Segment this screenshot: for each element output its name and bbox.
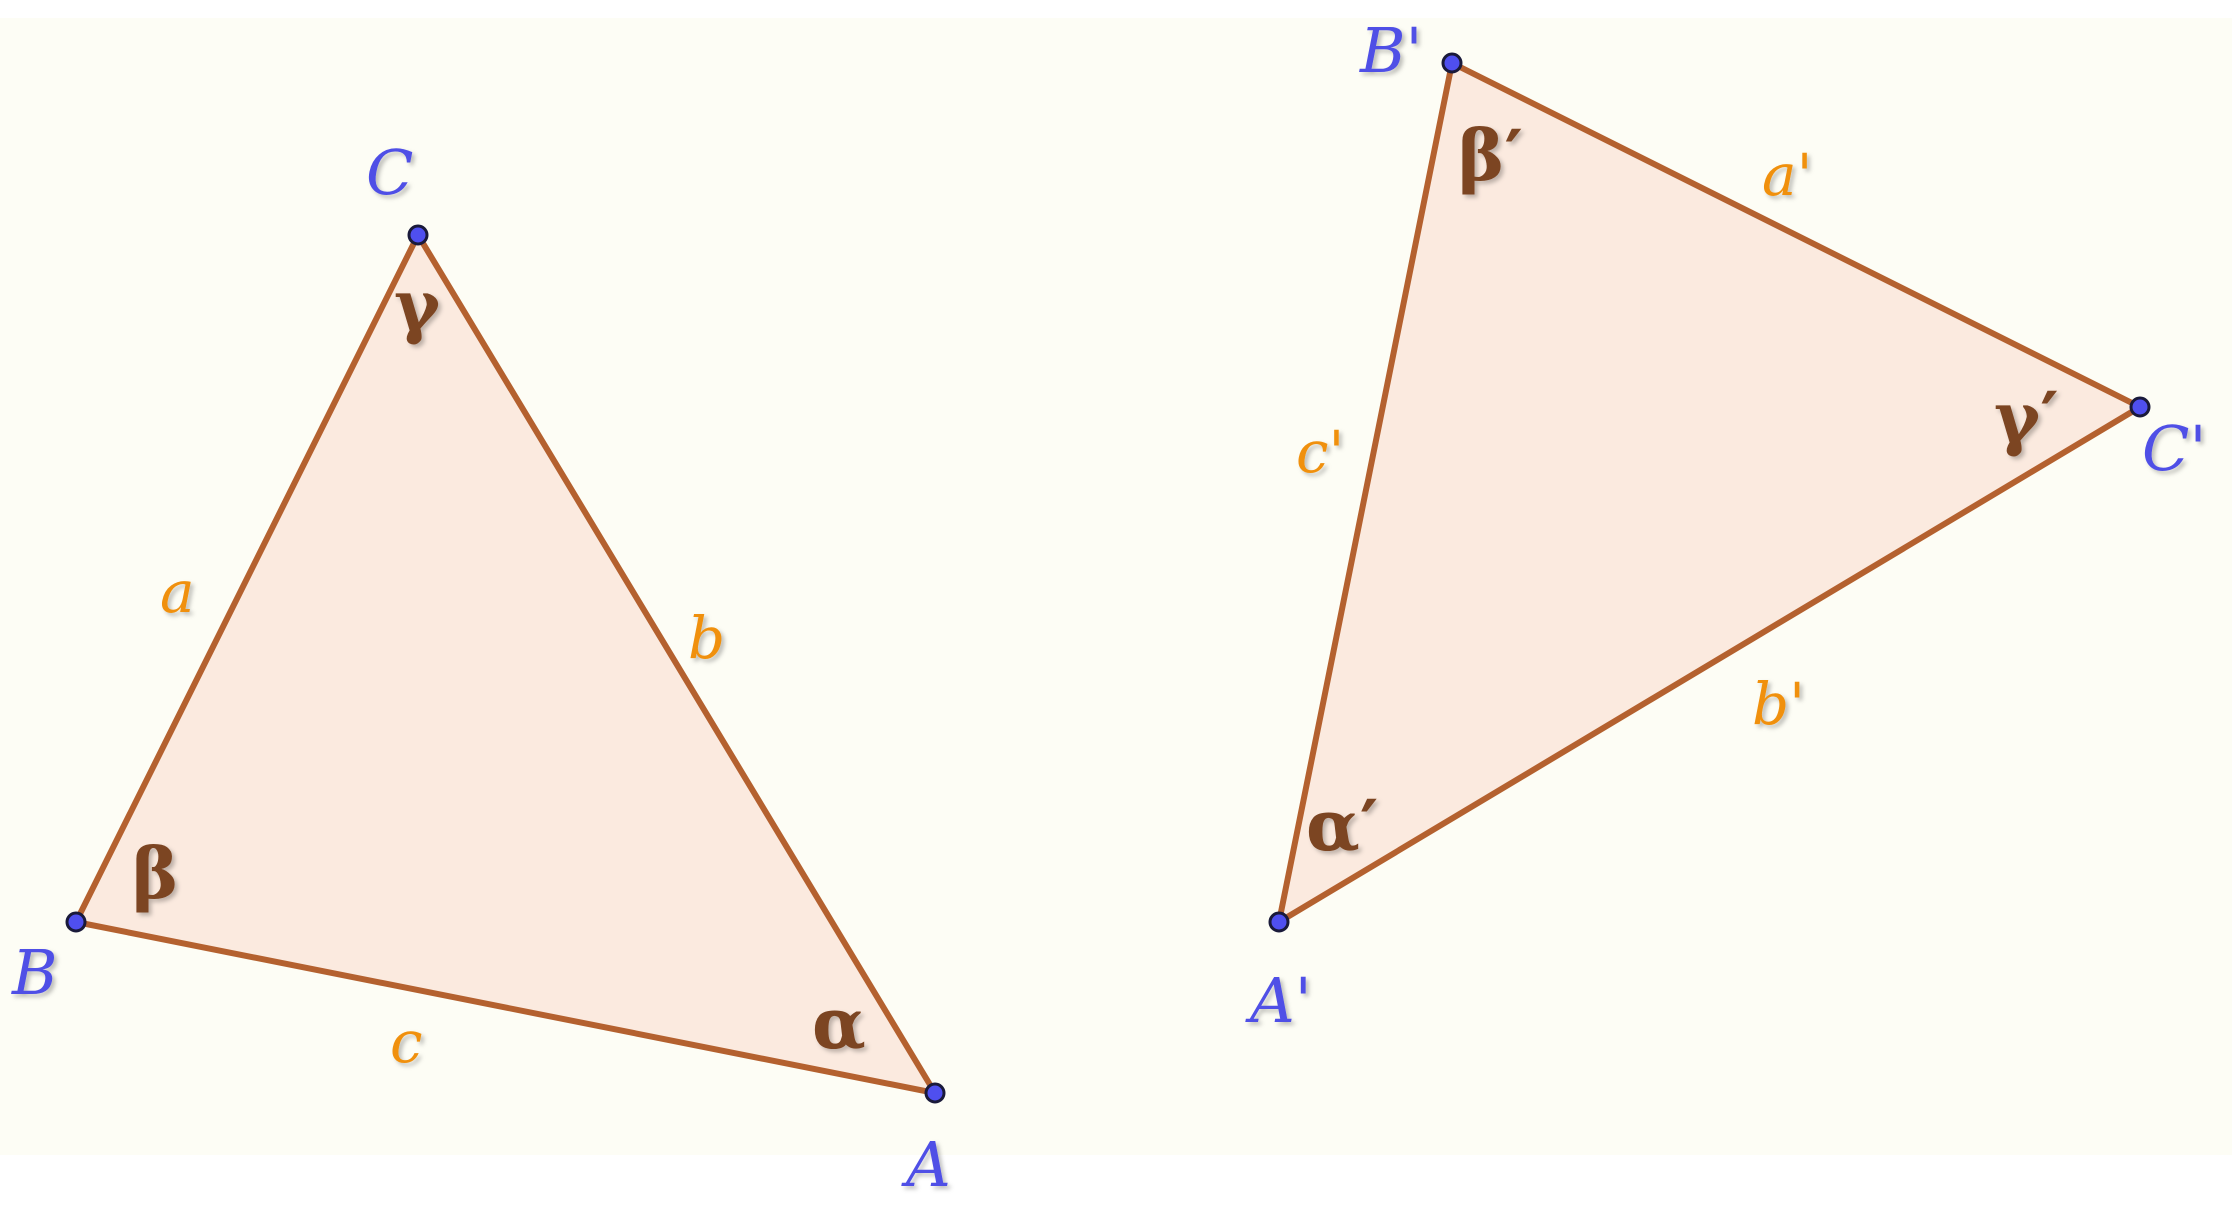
angle-beta-prime-label: β′ bbox=[1458, 114, 1523, 197]
point-a-prime[interactable] bbox=[1268, 911, 1290, 933]
side-b-prime-label: b' bbox=[1752, 670, 1805, 738]
triangle-abc-shape[interactable] bbox=[73, 232, 938, 1096]
side-a-prime-label: a' bbox=[1762, 141, 1813, 209]
point-c-prime[interactable] bbox=[2129, 396, 2151, 418]
point-c-prime-label: C' bbox=[2142, 412, 2206, 485]
angle-alpha-prime-label: α′ bbox=[1306, 784, 1378, 867]
side-c-prime-label: c' bbox=[1296, 418, 1344, 486]
point-b-prime[interactable] bbox=[1441, 52, 1463, 74]
triangle-abc-prime[interactable]: β′ γ′ α′ a' c' b' B' C' A' bbox=[1245, 14, 2206, 1037]
point-a[interactable] bbox=[924, 1082, 946, 1104]
point-a-label: A bbox=[901, 1128, 951, 1201]
point-b[interactable] bbox=[65, 911, 87, 933]
triangle-abc-prime-shape[interactable] bbox=[1276, 60, 2143, 925]
triangle-abc[interactable]: γ β α a b c C B A bbox=[11, 136, 951, 1201]
angle-gamma-label: γ bbox=[394, 264, 441, 347]
angle-gamma-prime-label: γ′ bbox=[1994, 376, 2059, 459]
side-b-label: b bbox=[688, 604, 725, 672]
point-a-prime-label: A' bbox=[1245, 964, 1312, 1037]
point-c-label: C bbox=[366, 136, 413, 209]
point-c[interactable] bbox=[407, 224, 429, 246]
point-b-label: B bbox=[11, 936, 58, 1009]
angle-alpha-label: α bbox=[812, 982, 866, 1065]
angle-beta-label: β bbox=[132, 832, 178, 915]
side-a-label: a bbox=[160, 558, 195, 626]
side-c-label: c bbox=[390, 1008, 422, 1076]
point-b-prime-label: B' bbox=[1359, 14, 1423, 87]
